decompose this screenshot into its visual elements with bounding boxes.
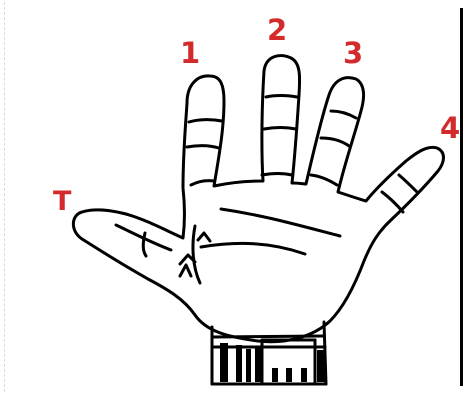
wristband-top-edge — [213, 336, 324, 337]
palm-small-crease-2 — [180, 265, 191, 276]
finger-1-base-line — [191, 181, 214, 185]
finger-label-2: 2 — [267, 16, 287, 45]
finger-3-joint-2 — [321, 138, 349, 146]
heart-line — [221, 209, 340, 236]
finger-label-4: 4 — [440, 114, 460, 143]
finger-1-joint-1 — [189, 120, 222, 122]
finger-4-joint-2 — [382, 192, 403, 212]
wrist-shadows — [220, 343, 325, 382]
finger-4-joint-1 — [399, 175, 418, 193]
palm-small-crease-3 — [198, 233, 210, 241]
finger-2-joint-1 — [266, 96, 297, 98]
head-line — [201, 243, 305, 254]
finger-2-joint-2 — [264, 128, 296, 130]
finger-2-base-line — [262, 174, 292, 176]
life-line — [193, 226, 200, 283]
finger-label-1: 1 — [180, 39, 200, 68]
thumb-joint-line — [143, 233, 146, 256]
finger-3-joint-1 — [331, 111, 356, 118]
finger-label-3: 3 — [343, 39, 363, 68]
thumb-label: T — [53, 188, 71, 215]
finger-1-joint-2 — [187, 146, 219, 148]
finger-3-base-line — [311, 175, 337, 185]
